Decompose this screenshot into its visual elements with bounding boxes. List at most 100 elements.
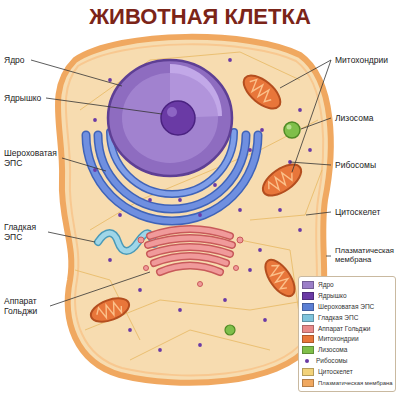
mitochondria-part-part [88, 294, 132, 326]
ribosome-dot [178, 308, 182, 312]
cytoskeleton [75, 52, 322, 360]
ribosome-dot [178, 198, 182, 202]
title: ЖИВОТНАЯ КЛЕТКА [0, 4, 400, 30]
part-label: Шероховатая ЭПС [4, 148, 62, 168]
legend-text: Ядро [318, 281, 334, 289]
ribosome-dot [248, 268, 252, 272]
legend-row: Гладкая ЭПС [302, 312, 392, 323]
legend-row: Цитоскелет [302, 366, 392, 377]
ribosome-dot [198, 343, 202, 347]
ribosome-dot [238, 208, 242, 212]
legend-row: Рибосомы [302, 356, 392, 367]
legend-text: Шероховатая ЭПС [318, 303, 374, 311]
part-label: Лизосома [335, 113, 397, 123]
legend-swatch [302, 281, 314, 289]
cytoskeleton-part [75, 270, 140, 340]
ribosome-dot [263, 318, 267, 322]
ribosome-dot [93, 168, 97, 172]
part-label: Аппарат Гольджи [4, 296, 50, 316]
legend-text: Рибосомы [316, 357, 347, 365]
legend-text: Ядрышко [318, 292, 347, 300]
golgi-apparatus [148, 229, 232, 272]
cell-membrane [58, 37, 331, 383]
mitochondria-part [238, 69, 286, 114]
nucleus-inner [122, 73, 218, 163]
legend-row: Ядрышко [302, 291, 392, 302]
leader-lines-part [280, 60, 331, 88]
legend-row: Шероховатая ЭПС [302, 302, 392, 313]
legend-text: Плазматическая мембрана [318, 379, 393, 387]
golgi-vesicles [138, 237, 243, 287]
mitochondria-part-part [95, 300, 124, 320]
legend-box: ЯдроЯдрышкоШероховатая ЭПСГладкая ЭПС Апп… [298, 276, 396, 392]
mitochondria-part-part [258, 158, 307, 201]
leader-lines [31, 60, 331, 306]
cell-inner-edge [66, 44, 323, 375]
nucleolus [161, 101, 195, 135]
ribosome-dot [223, 298, 227, 302]
cytoskeleton-part [130, 330, 270, 360]
legend-dot [302, 358, 312, 364]
mitochondria-part-part [265, 168, 295, 194]
legend-row: Митохондрии [302, 334, 392, 345]
golgi-vesicles-part [138, 237, 144, 243]
ribosome-dot [198, 213, 202, 217]
part-label: Плазматическая мембрана [335, 246, 398, 264]
cytoskeleton-part [240, 240, 300, 320]
leader-lines-part [290, 162, 331, 165]
mitochondria-part-part [238, 69, 286, 114]
part-label: Митохондрии [335, 55, 397, 65]
golgi-vesicles-part [237, 237, 243, 243]
part-label: Гладкая ЭПС [4, 222, 48, 242]
leader-lines-part [46, 98, 162, 114]
mitochondria-part-part [266, 262, 291, 291]
legend-swatch [302, 379, 314, 387]
part-label: Ядро [4, 55, 30, 65]
legend-swatch [302, 368, 314, 376]
ribosome-dot [298, 108, 302, 112]
ribosome-dot [278, 208, 282, 212]
mitochondria-part [88, 294, 132, 326]
mitochondria-part [260, 255, 300, 301]
ribosome-dot [108, 258, 112, 262]
ribosome-dot [248, 148, 252, 152]
nucleolus-shine [167, 107, 177, 117]
legend-row: Плазматическая мембрана [302, 377, 392, 388]
ribosomes [93, 58, 312, 352]
legend-row: Ядро [302, 280, 392, 291]
legend-text: Лизосома [318, 346, 347, 354]
golgi-vesicles-part [234, 266, 239, 271]
legend-text: Митохондрии [318, 335, 359, 343]
legend-row: Лизосома [302, 345, 392, 356]
part-label: Ядрышко [4, 93, 46, 103]
lysosome [284, 122, 300, 138]
mitochondria-part-part [260, 255, 300, 301]
leader-lines-part [48, 232, 95, 242]
golgi-vesicles-part [198, 282, 203, 287]
ribosome-dot [158, 348, 162, 352]
nucleus [108, 60, 232, 176]
legend-swatch [302, 346, 314, 354]
legend-swatch [302, 314, 314, 322]
golgi-vesicles-part [144, 266, 149, 271]
ribosome-dot [308, 148, 312, 152]
mitochondria-part-part [246, 77, 275, 104]
ribosome-dot [258, 248, 262, 252]
legend-text: Аппарат Гольджи [318, 325, 370, 333]
legend-swatch [302, 292, 314, 300]
lysosome [225, 325, 235, 335]
ribosome-dot [260, 128, 264, 132]
leader-lines-part [50, 272, 150, 306]
ribosome-dot [228, 58, 232, 62]
golgi-apparatus-part [160, 266, 220, 273]
legend-row: Аппарат Гольджи [302, 323, 392, 334]
legend-swatch [302, 325, 314, 333]
leader-lines-part [301, 118, 331, 129]
ribosome-dot [93, 118, 97, 122]
part-label: Цитоскелет [335, 207, 397, 217]
golgi-apparatus-part [160, 266, 220, 273]
leader-lines-part [292, 60, 331, 172]
ribosome-dot [118, 213, 122, 217]
ribosome-dot [148, 198, 152, 202]
leader-lines-part [31, 60, 122, 86]
